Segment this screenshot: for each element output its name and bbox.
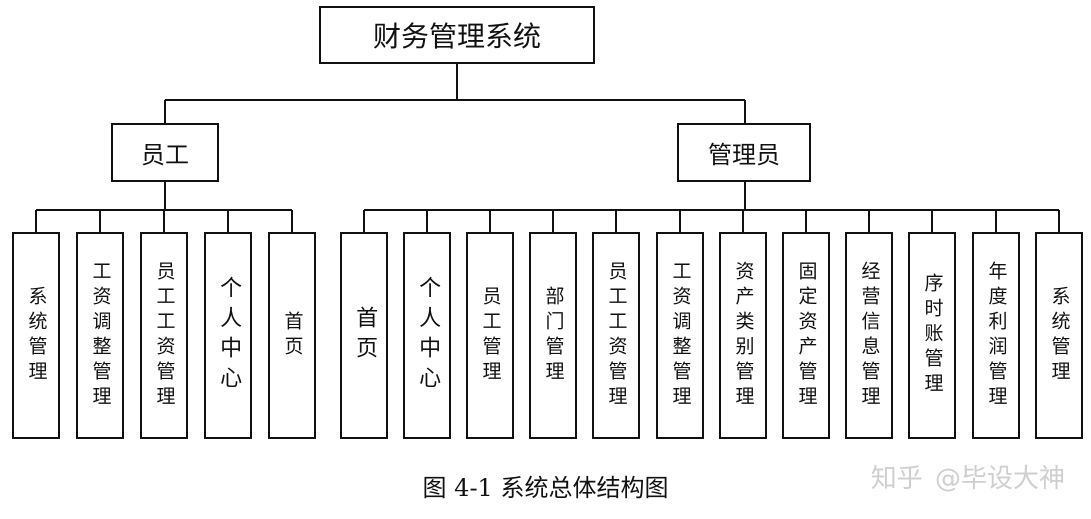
leaf-node: 固定资产管理 — [782, 232, 830, 439]
leaf-node: 员工管理 — [466, 232, 514, 439]
leaf-node: 个人中心 — [403, 232, 451, 439]
leaf-node: 员工工资管理 — [140, 232, 188, 439]
leaf-node: 工资调整管理 — [76, 232, 124, 439]
group-node-employee: 员工 — [111, 123, 219, 182]
figure-caption: 图 4-1 系统总体结构图 — [422, 474, 669, 502]
leaf-node-label: 固定资产管理 — [795, 260, 818, 411]
leaf-node-label: 员工管理 — [479, 285, 502, 386]
leaf-node: 资产类别管理 — [719, 232, 767, 439]
leaf-node-label: 部门管理 — [542, 285, 565, 386]
leaf-node-label: 首页 — [281, 310, 304, 361]
leaf-node: 系统管理 — [12, 232, 60, 439]
group-node-label: 管理员 — [708, 141, 780, 169]
leaf-node-label: 系统管理 — [1048, 285, 1071, 386]
leaf-node: 工资调整管理 — [656, 232, 704, 439]
root-node: 财务管理系统 — [319, 6, 595, 64]
leaf-node: 年度利润管理 — [972, 232, 1020, 439]
leaf-node: 首页 — [268, 232, 316, 439]
root-node-label: 财务管理系统 — [372, 20, 541, 53]
leaf-node: 经营信息管理 — [845, 232, 893, 439]
leaf-node-label: 经营信息管理 — [858, 260, 881, 411]
leaf-node-label: 资产类别管理 — [732, 260, 755, 411]
leaf-node-label: 员工工资管理 — [605, 260, 628, 411]
leaf-node: 部门管理 — [529, 232, 577, 439]
leaf-node: 系统管理 — [1035, 232, 1083, 439]
leaf-node-label: 个人中心 — [415, 275, 441, 396]
leaf-node-label: 工资调整管理 — [89, 260, 112, 411]
leaf-node-label: 首页 — [352, 305, 378, 366]
leaf-node-label: 员工工资管理 — [153, 260, 176, 411]
leaf-node: 员工工资管理 — [592, 232, 640, 439]
leaf-node-label: 工资调整管理 — [669, 260, 692, 411]
group-node-admin: 管理员 — [677, 123, 811, 182]
watermark: 知乎 @毕设大神 — [871, 458, 1065, 495]
leaf-node-label: 序时账管理 — [921, 273, 944, 398]
watermark-handle: @毕设大神 — [934, 464, 1065, 494]
leaf-node: 个人中心 — [204, 232, 252, 439]
zhihu-logo: 知乎 — [870, 464, 923, 494]
leaf-node-label: 年度利润管理 — [985, 260, 1008, 411]
leaf-node-label: 个人中心 — [216, 275, 242, 396]
leaf-node: 首页 — [340, 232, 388, 439]
group-node-label: 员工 — [141, 141, 189, 169]
leaf-node: 序时账管理 — [908, 232, 956, 439]
leaf-node-label: 系统管理 — [25, 285, 48, 386]
